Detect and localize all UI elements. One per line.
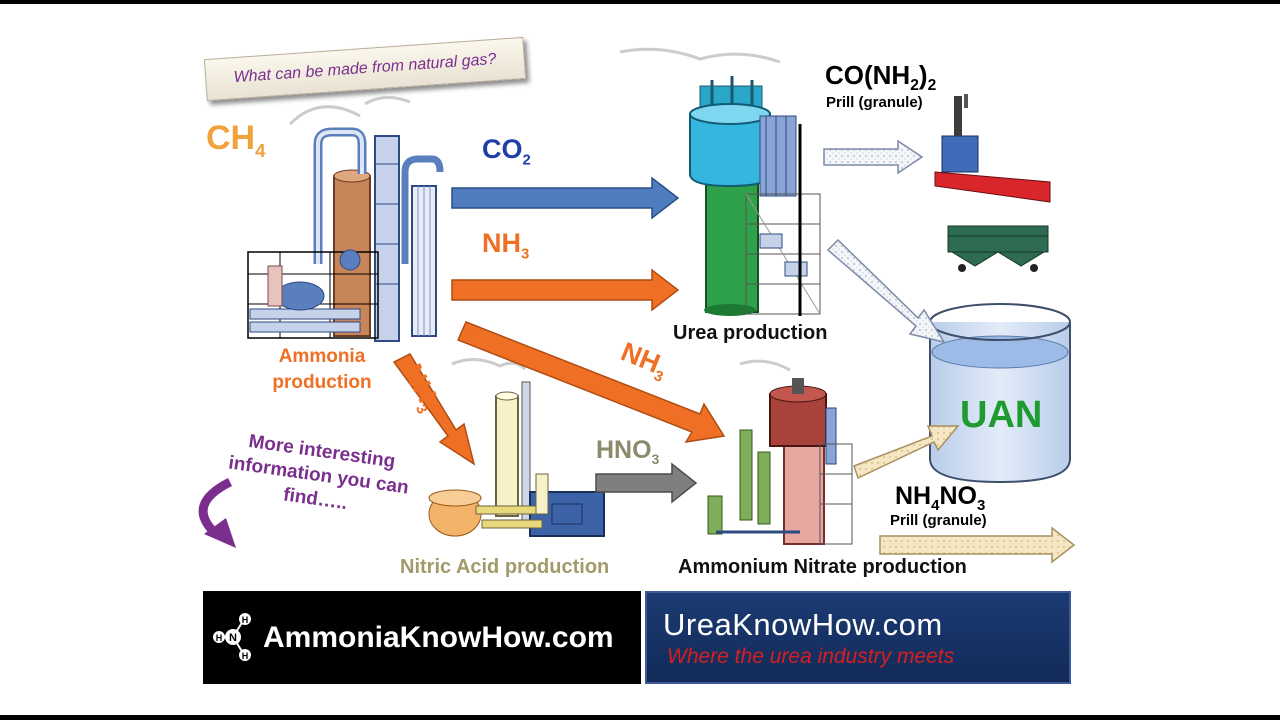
arrow-co2	[451, 176, 680, 220]
nitric-acid-plant-illustration	[428, 358, 605, 537]
ammonium-nitrate-plant-illustration	[707, 359, 853, 545]
label-ammonia-production: Ammonia production	[272, 346, 372, 393]
label-urea-prill: Prill (granule)	[826, 94, 923, 111]
label-nh3-urea: NH3	[482, 228, 530, 263]
label-co2: CO2	[482, 134, 531, 169]
title-banner-text: What can be made from natural gas?	[233, 50, 497, 87]
label-ch4: CH4	[206, 119, 266, 161]
arrow-urea-to-uan	[826, 238, 946, 344]
ammoniaknowhow-logo[interactable]: N H H H AmmoniaKnowHow.com	[203, 591, 641, 684]
diagram-graphics	[198, 47, 1076, 564]
hopper-railcar-illustration	[947, 225, 1049, 272]
label-nitric-acid-production: Nitric Acid production	[400, 556, 610, 578]
label-uan: UAN	[960, 394, 1043, 436]
label-urea-production: Urea production	[673, 322, 828, 344]
ammonia-molecule-icon: N H H H	[213, 613, 251, 661]
arrow-an-to-prill	[879, 526, 1076, 564]
arrow-hno3	[595, 462, 698, 504]
ureaknowhow-tagline: Where the urea industry meets	[667, 645, 955, 668]
ammonia-plant-illustration	[247, 96, 444, 342]
label-ammonium-nitrate-production: Ammonium Nitrate production	[678, 556, 967, 578]
svg-text:H: H	[216, 633, 223, 643]
uan-tank-illustration	[929, 303, 1071, 484]
diagram-canvas: What can be made from natural gas? CH4 C…	[0, 4, 1280, 715]
label-urea-formula: CO(NH2)2	[825, 60, 937, 95]
svg-text:N: N	[229, 632, 237, 644]
svg-text:H: H	[242, 615, 249, 625]
svg-text:H: H	[242, 651, 249, 661]
arrow-an-to-uan	[853, 425, 960, 480]
more-info-arrow-icon	[198, 477, 236, 548]
arrow-nh3-to-nitric-acid	[392, 353, 476, 466]
arrow-nh3-to-urea	[451, 268, 680, 312]
arrow-urea-to-prill	[823, 139, 924, 175]
ureaknowhow-logo[interactable]: UreaKnowHow.com Where the urea industry …	[645, 591, 1071, 684]
ureaknowhow-text: UreaKnowHow.com	[663, 607, 943, 642]
label-ammonium-nitrate-prill: Prill (granule)	[890, 512, 987, 529]
urea-plant-illustration	[619, 47, 821, 316]
ammoniaknowhow-text: AmmoniaKnowHow.com	[263, 620, 614, 654]
label-hno3: HNO3	[596, 436, 660, 467]
arrow-nh3-to-ammonium-nitrate	[456, 321, 726, 443]
label-ammonium-nitrate-formula: NH4NO3	[895, 482, 986, 514]
flow-arrows	[392, 139, 1076, 564]
urea-loader-illustration	[934, 94, 1051, 203]
